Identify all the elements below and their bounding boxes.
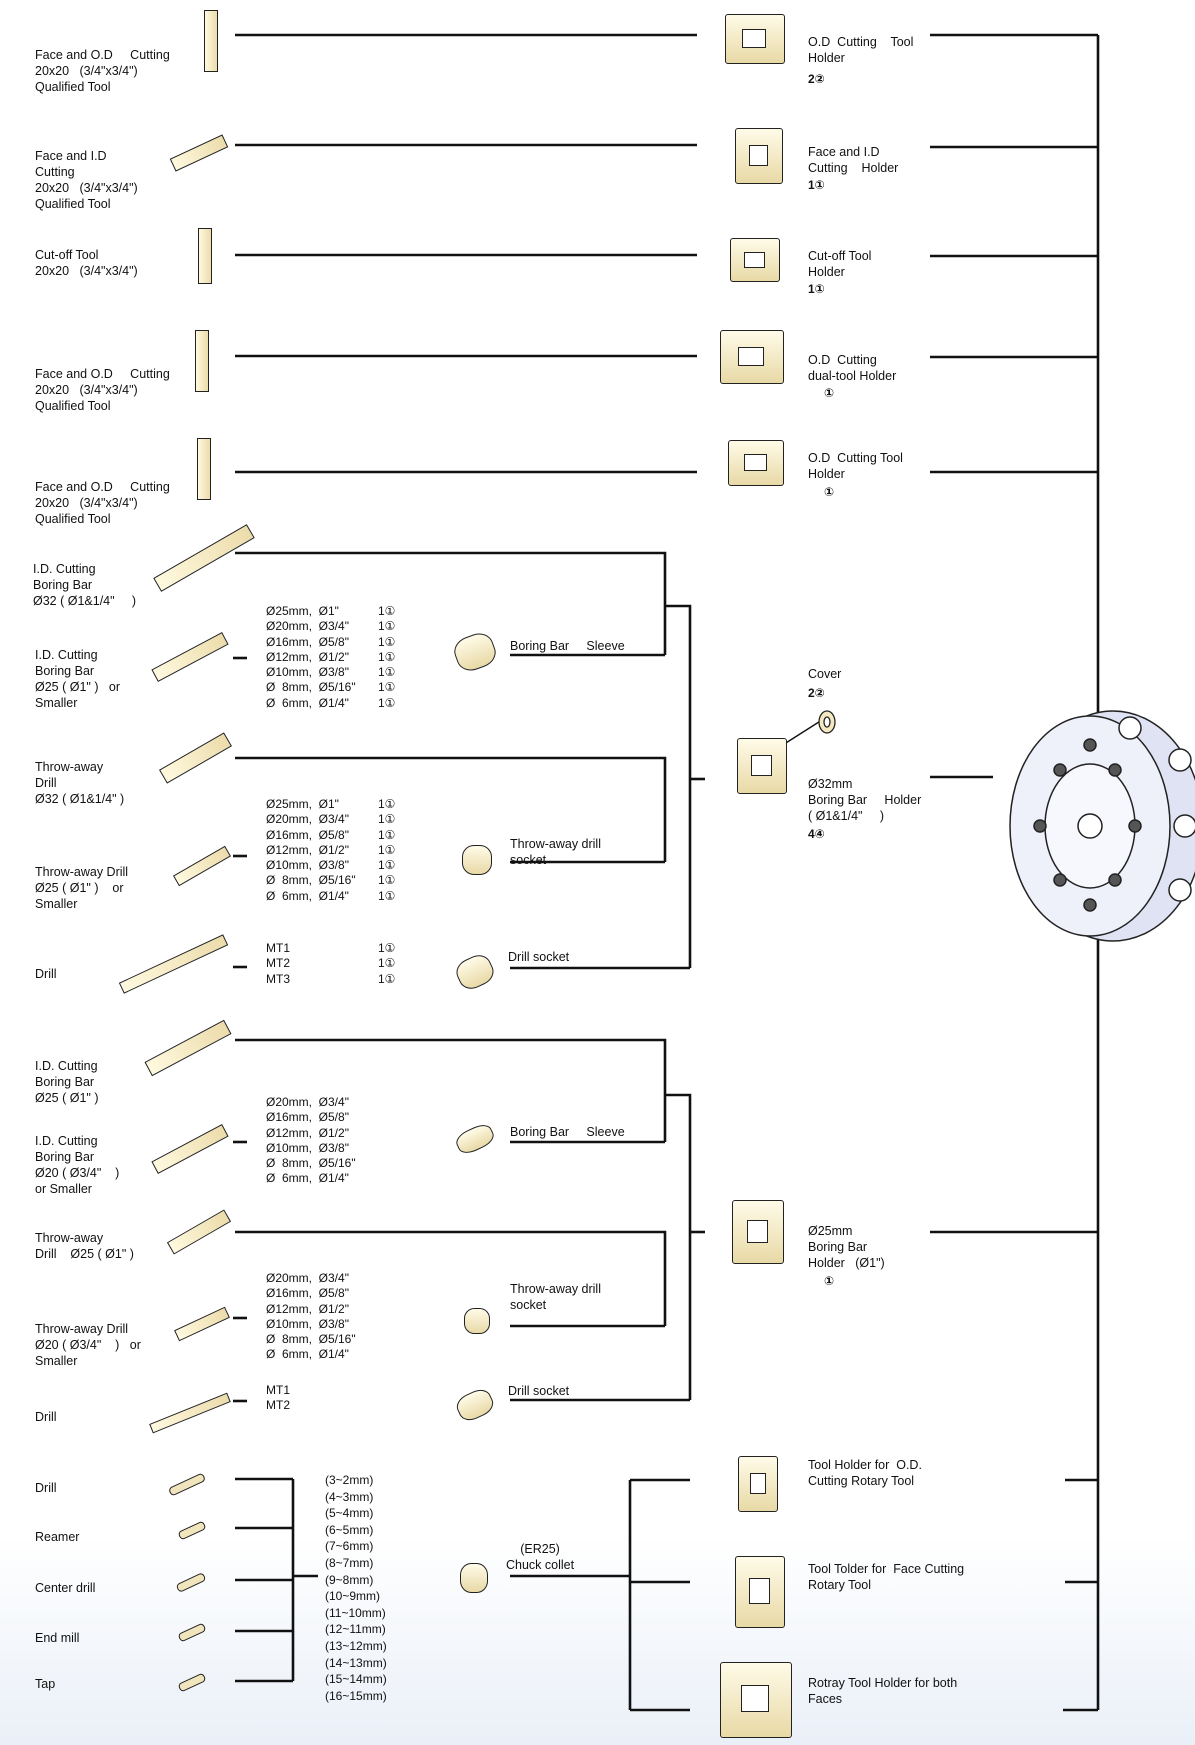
size-list-sleeve-2: Ø20mm, Ø3/4" Ø16mm, Ø5/8" Ø12mm, Ø1/2" Ø…: [266, 1095, 356, 1186]
size-list-sleeve-1: Ø25mm, Ø1" Ø20mm, Ø3/4" Ø16mm, Ø5/8" Ø12…: [266, 604, 356, 710]
od-tool-image-3: [197, 438, 211, 500]
mt-socket-label-2: Drill socket: [508, 1384, 570, 1398]
holder-label-boring-32: Ø32mm Boring Bar Holder ( Ø1&1/4" ): [808, 777, 922, 823]
size-list-socket-2: Ø20mm, Ø3/4" Ø16mm, Ø5/8" Ø12mm, Ø1/2" Ø…: [266, 1271, 356, 1362]
od-holder-image: [725, 14, 785, 64]
tool-label-rotary-drill: Drill: [35, 1481, 57, 1495]
holder-code-boring-32: 4④: [808, 827, 825, 841]
code-list-sleeve-1: 1① 1① 1① 1① 1① 1① 1①: [378, 604, 396, 710]
chuck-collet-label: (ER25) Chuck collet: [506, 1542, 575, 1572]
holder-label-cutoff: Cut-off Tool Holder: [808, 249, 872, 279]
rotary-holder-face-image: [735, 1556, 785, 1628]
size-list-socket-1: Ø25mm, Ø1" Ø20mm, Ø3/4" Ø16mm, Ø5/8" Ø12…: [266, 797, 356, 903]
tool-label-throwaway-25b: Throw-away Drill Ø25 ( Ø1" ): [35, 1231, 134, 1261]
tool-label-od-3: Face and O.D Cutting 20x20 (3/4"x3/4") Q…: [35, 480, 170, 526]
holder-label-od-2: O.D Cutting Tool Holder: [808, 451, 903, 481]
collet-size-list: (3~2mm) (4~3mm) (5~4mm) (6~5mm) (7~6mm) …: [325, 1473, 387, 1703]
mt-list-2: MT1 MT2: [266, 1383, 290, 1413]
boring-holder-32-image: [737, 738, 787, 794]
holder-code-boring-25: ①: [824, 1274, 835, 1288]
cutoff-holder-image: [730, 238, 780, 282]
tool-label-drill-2: Drill: [35, 1410, 57, 1424]
tool-label-throwaway-32: Throw-away Drill Ø32 ( Ø1&1/4" ): [35, 760, 125, 806]
tool-label-drill-1: Drill: [35, 967, 57, 981]
holder-label-od: O.D Cutting Tool Holder: [808, 35, 914, 65]
holder-label-id: Face and I.D Cutting Holder: [808, 145, 899, 175]
drill-socket-image: [462, 845, 492, 875]
tool-label-throwaway-25: Throw-away Drill Ø25 ( Ø1" ) or Smaller: [35, 865, 129, 911]
od-holder-image-2: [728, 440, 784, 486]
holder-code-dual: ①: [824, 386, 835, 400]
code-list-mt-1: 1① 1① 1①: [378, 941, 396, 986]
od-tool-image-2: [195, 330, 209, 392]
id-holder-image: [735, 128, 783, 184]
drill-socket-image-2: [464, 1308, 490, 1334]
holder-label-rotary-od: Tool Holder for O.D. Cutting Rotary Tool: [808, 1458, 922, 1488]
tool-label-cutoff: Cut-off Tool 20x20 (3/4"x3/4"): [35, 248, 138, 278]
tool-label-tap: Tap: [35, 1677, 56, 1691]
code-list-socket-1: 1① 1① 1① 1① 1① 1① 1①: [378, 797, 396, 903]
tool-label-center-drill: Center drill: [35, 1581, 96, 1595]
cutoff-tool-image: [198, 228, 212, 284]
tool-label-id-face: Face and I.D Cutting 20x20 (3/4"x3/4") Q…: [35, 149, 138, 211]
mt-socket-label: Drill socket: [508, 950, 570, 964]
tool-label-od-1: Face and O.D Cutting 20x20 (3/4"x3/4") Q…: [35, 48, 170, 94]
tool-label-boring-25: I.D. Cutting Boring Bar Ø25 ( Ø1" ) or S…: [35, 648, 121, 710]
cover-part: [818, 710, 836, 734]
tool-label-boring-25b: I.D. Cutting Boring Bar Ø25 ( Ø1" ): [35, 1059, 99, 1105]
boring-holder-25-image: [732, 1200, 784, 1264]
tool-label-boring-20: I.D. Cutting Boring Bar Ø20 ( Ø3/4" ) or…: [35, 1134, 120, 1196]
mt-list-1: MT1 MT2 MT3: [266, 941, 290, 986]
holder-code-od-2: ①: [824, 485, 835, 499]
tool-label-reamer: Reamer: [35, 1530, 80, 1544]
cover-label: Cover: [808, 667, 842, 681]
od-tool-image: [204, 10, 218, 72]
drill-socket-label: Throw-away drill socket: [510, 837, 601, 867]
holder-code-cutoff: 1①: [808, 282, 825, 296]
holder-label-boring-25: Ø25mm Boring Bar Holder (Ø1"): [808, 1224, 885, 1270]
holder-label-dual: O.D Cutting dual-tool Holder: [808, 353, 897, 383]
boring-sleeve-label-2: Boring Bar Sleeve: [510, 1125, 625, 1139]
tool-label-boring-32: I.D. Cutting Boring Bar Ø32 ( Ø1&1/4" ): [33, 562, 137, 608]
tool-label-throwaway-20: Throw-away Drill Ø20 ( Ø3/4" ) or Smalle…: [35, 1322, 141, 1368]
tool-label-od-2: Face and O.D Cutting 20x20 (3/4"x3/4") Q…: [35, 367, 170, 413]
holder-label-rotary-face: Tool Tolder for Face Cutting Rotary Tool: [808, 1562, 965, 1592]
rotary-holder-od-image: [738, 1456, 778, 1512]
boring-sleeve-label: Boring Bar Sleeve: [510, 639, 625, 653]
holder-label-rotary-both: Rotray Tool Holder for both Faces: [808, 1676, 958, 1706]
cover-code: 2②: [808, 686, 825, 700]
chuck-collet-image: [460, 1563, 488, 1593]
holder-code-id: 1①: [808, 178, 825, 192]
turret-disc: [1009, 710, 1195, 942]
tool-label-end-mill: End mill: [35, 1631, 80, 1645]
rotary-holder-both-image: [720, 1662, 792, 1738]
holder-code-od: 2②: [808, 72, 825, 86]
dual-holder-image: [720, 330, 784, 384]
drill-socket-label-2: Throw-away drill socket: [510, 1282, 601, 1312]
